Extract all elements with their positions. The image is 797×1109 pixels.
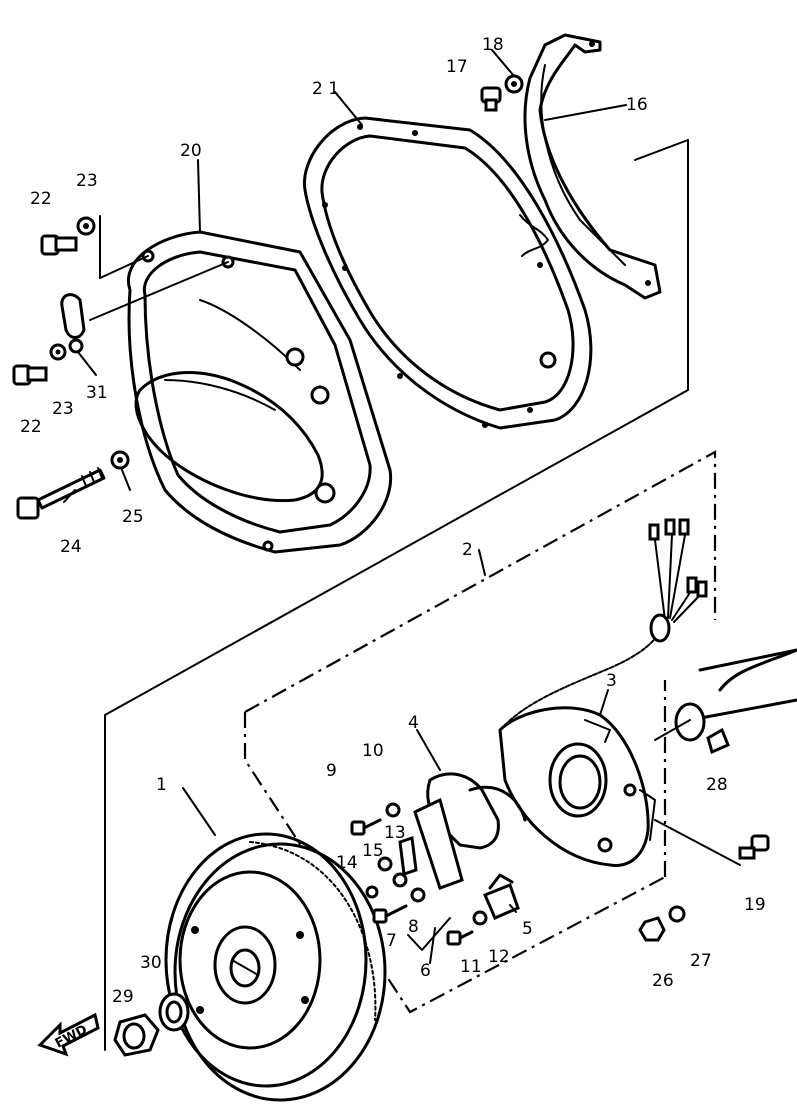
callout-27: 27 [690,951,712,971]
callout-19: 19 [744,895,766,915]
wiring-harness [504,518,708,726]
washer-8 [410,887,426,903]
callout-18: 18 [482,35,504,55]
callout-22-top: 22 [30,189,52,209]
woodruff-key-28 [706,727,730,755]
callout-31: 31 [86,383,108,403]
washer-14 [365,872,408,899]
stator-base-plate [498,706,656,867]
screw-7 [372,904,408,924]
callout-15: 15 [362,841,384,861]
callout-26: 26 [652,971,674,991]
washer-27 [668,905,686,923]
flywheel-nut-29 [113,1013,160,1057]
washer-12 [472,910,488,926]
long-bolt-24 [16,467,106,520]
callout-22-lower: 22 [20,417,42,437]
washer-23-top [76,216,96,236]
washer-30 [158,992,190,1032]
cable-clip-31 [60,293,86,354]
bolt-22-lower [12,364,48,386]
cover-assembly-lines [89,139,689,1051]
callout-9: 9 [326,761,337,781]
callout-8: 8 [408,917,419,937]
washer-25 [110,450,130,470]
callout-7: 7 [386,931,397,951]
cover-gasket [302,116,593,430]
callout-23-top: 23 [76,171,98,191]
washer-18 [504,74,524,94]
callout-labels: 1 2 3 4 5 6 7 8 9 10 11 12 13 14 15 16 1… [20,35,766,1007]
callout-17: 17 [446,57,468,77]
callout-24: 24 [60,537,82,557]
flywheel [164,832,387,1102]
leader-lines [63,49,741,964]
callout-11: 11 [460,957,482,977]
callout-12: 12 [488,947,510,967]
crankshaft-end [674,648,797,742]
callout-23-lower: 23 [52,399,74,419]
callout-16: 16 [626,95,648,115]
charge-coil [413,772,527,890]
callout-5: 5 [522,919,533,939]
callout-25: 25 [122,507,144,527]
pulser-coil [483,873,520,920]
callout-21: 2 1 [312,79,339,99]
callout-13: 13 [384,823,406,843]
callout-3: 3 [606,671,617,691]
bracket-plate [523,33,662,300]
bolt-19 [738,834,770,860]
bolt-22-top [40,234,78,256]
callout-1: 1 [156,775,167,795]
callout-29: 29 [112,987,134,1007]
callout-20: 20 [180,141,202,161]
washer-23-lower [49,343,67,361]
callout-28: 28 [706,775,728,795]
lead-6 [407,917,451,951]
flywheel-cover [126,230,393,554]
callout-6: 6 [420,961,431,981]
callout-10: 10 [362,741,384,761]
callout-14: 14 [336,853,358,873]
screw-9 [350,818,382,836]
forward-direction-arrow: FWD [37,1012,100,1057]
washer-10 [385,802,401,818]
bracket-13 [398,835,418,877]
callout-4: 4 [408,713,419,733]
nut-26 [638,916,666,942]
washer-15 [377,856,393,872]
callout-2: 2 [462,540,473,560]
screw-11 [446,930,474,946]
bolt-17 [480,86,502,112]
callout-30: 30 [140,953,162,973]
